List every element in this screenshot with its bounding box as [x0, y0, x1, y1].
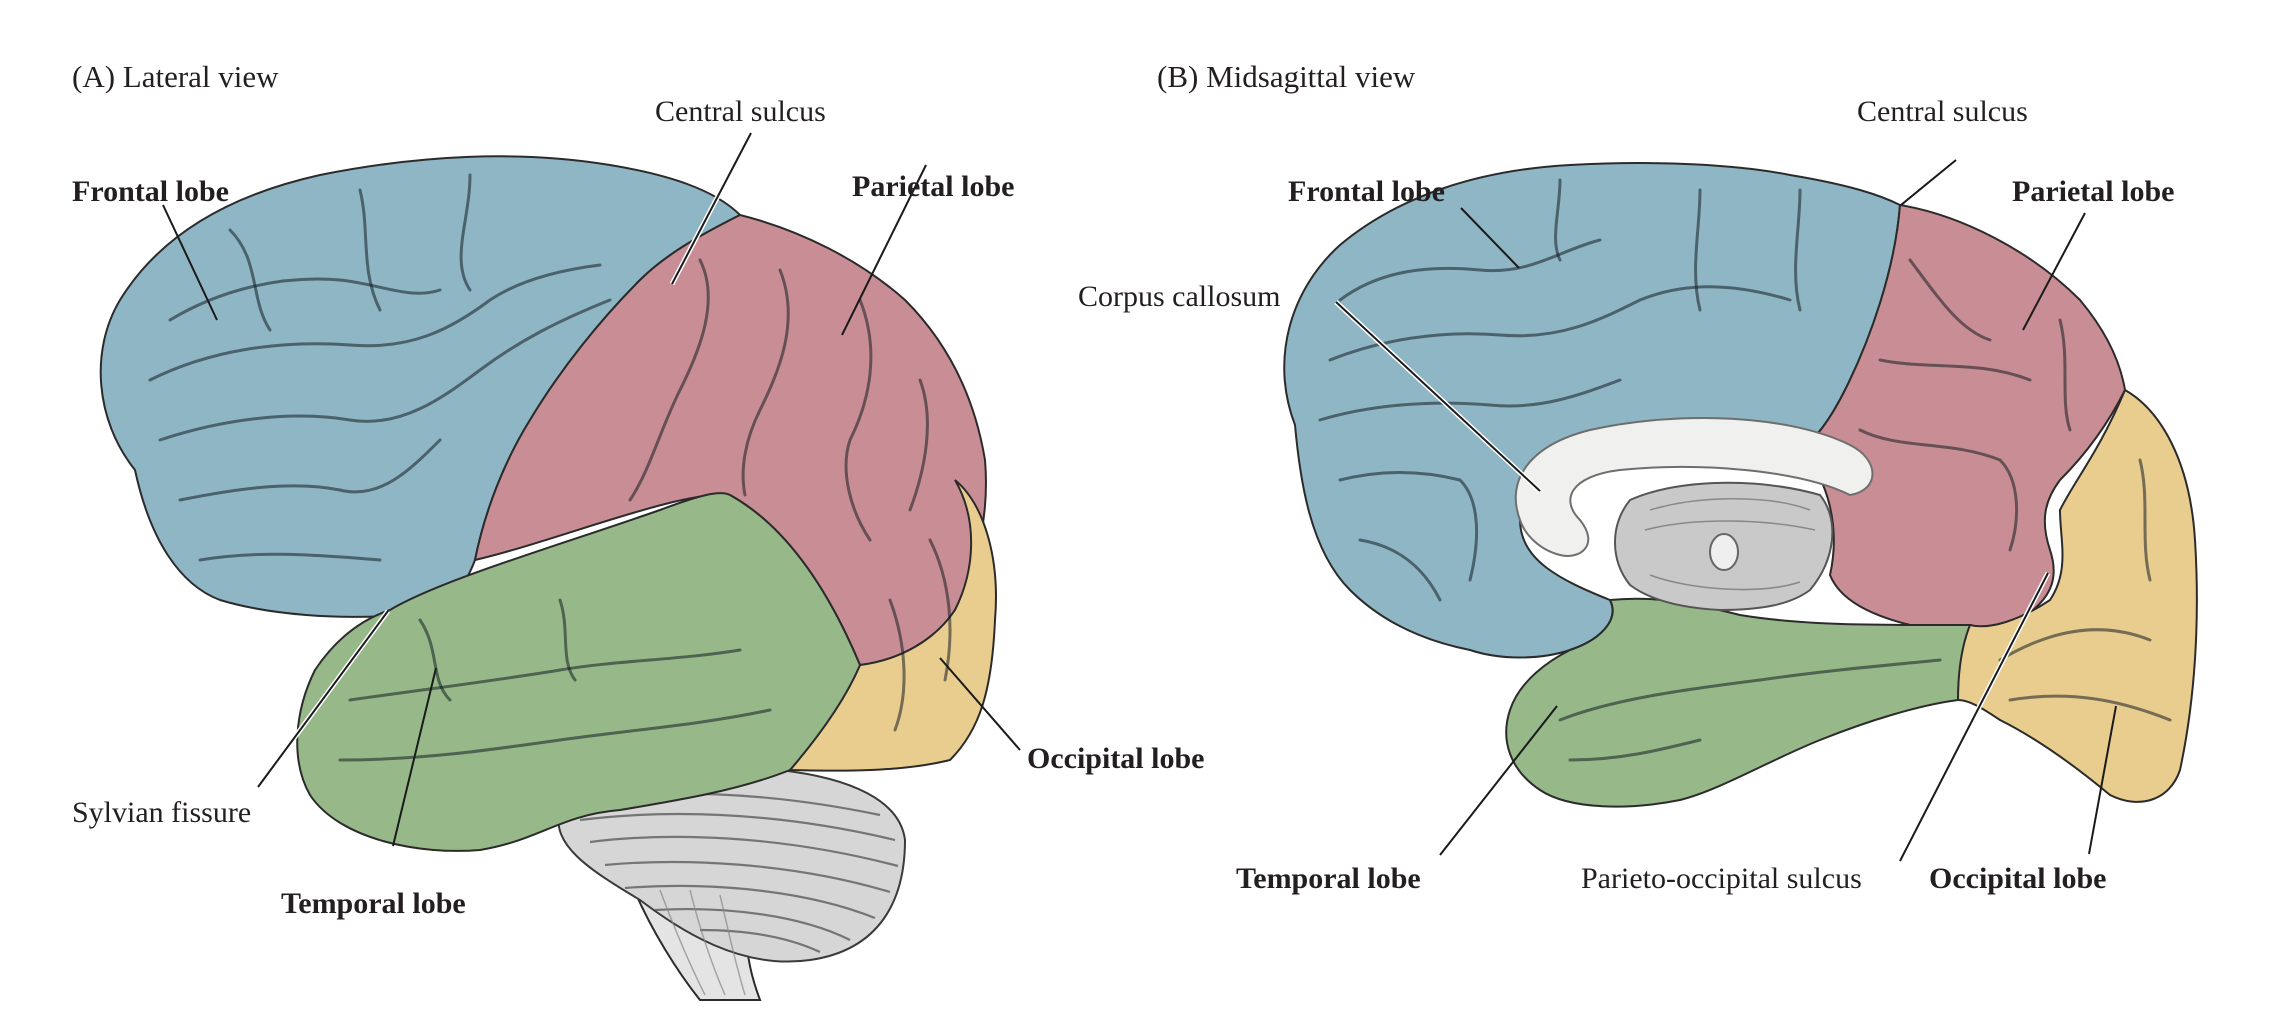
leader-occipital-a	[939, 657, 1021, 751]
leader-temporal-b	[1439, 705, 1558, 856]
label-central-sulcus-b: Central sulcus	[1857, 95, 2028, 128]
leader-parieto-occipital-b	[1899, 572, 2049, 862]
label-corpus-callosum-b: Corpus callosum	[1078, 280, 1281, 313]
medial-temporal-gyri	[1558, 658, 1942, 762]
leader-corpus-callosum-b	[1335, 301, 1541, 492]
label-frontal-lobe-b: Frontal lobe	[1288, 175, 1445, 208]
leader-central-sulcus-b	[1900, 159, 1957, 206]
label-occipital-lobe-a: Occipital lobe	[1027, 742, 1204, 775]
corpus-callosum	[1514, 417, 1874, 557]
interthalamic-adhesion	[1709, 533, 1739, 571]
label-parietal-lobe-b: Parietal lobe	[2012, 175, 2174, 208]
temporal-lobe-medial	[1505, 597, 1972, 808]
occipital-lobe-lateral	[787, 479, 997, 772]
thalamus-shading	[1644, 498, 1816, 591]
panel-b-title: (B) Midsagittal view	[1157, 59, 1416, 94]
label-frontal-lobe-a: Frontal lobe	[72, 175, 229, 208]
leader-occipital-b	[2088, 705, 2117, 855]
label-parieto-occipital-sulcus-b: Parieto-occipital sulcus	[1581, 862, 1862, 895]
label-parietal-lobe-a: Parietal lobe	[852, 170, 1014, 203]
medial-frontal-gyri	[1318, 178, 1802, 602]
label-temporal-lobe-b: Temporal lobe	[1236, 862, 1421, 895]
leader-lines-a	[162, 131, 1021, 847]
leader-frontal-b	[1460, 207, 1520, 269]
temporal-gyri	[338, 598, 772, 762]
label-sylvian-fissure-a: Sylvian fissure	[72, 796, 251, 829]
cerebellum	[557, 765, 907, 1001]
medial-parietal-gyri	[1858, 258, 2072, 552]
leader-sylvian-a	[257, 610, 389, 788]
leader-lines-b	[1334, 159, 2117, 863]
parietal-gyri	[628, 258, 929, 542]
panel-a-title: (A) Lateral view	[72, 59, 279, 94]
medial-occipital-gyri	[1998, 458, 2172, 722]
leader-central-sulcus-a	[671, 132, 752, 285]
label-central-sulcus-a: Central sulcus	[655, 95, 826, 128]
leader-parietal-b	[2022, 212, 2086, 331]
panel-midsagittal-view: (B) Midsagittal view	[1078, 59, 2198, 895]
temporal-lobe-lateral	[296, 492, 862, 852]
leader-parietal-a	[841, 164, 927, 336]
cerebellum-folia	[579, 792, 899, 953]
label-occipital-lobe-b: Occipital lobe	[1929, 862, 2106, 895]
leader-frontal-a	[162, 204, 218, 321]
panel-lateral-view: (A) Lateral view	[72, 59, 1204, 1001]
leader-temporal-a	[392, 667, 437, 847]
occipital-gyri	[888, 538, 952, 732]
frontal-gyri	[148, 173, 612, 562]
label-temporal-lobe-a: Temporal lobe	[281, 887, 466, 920]
